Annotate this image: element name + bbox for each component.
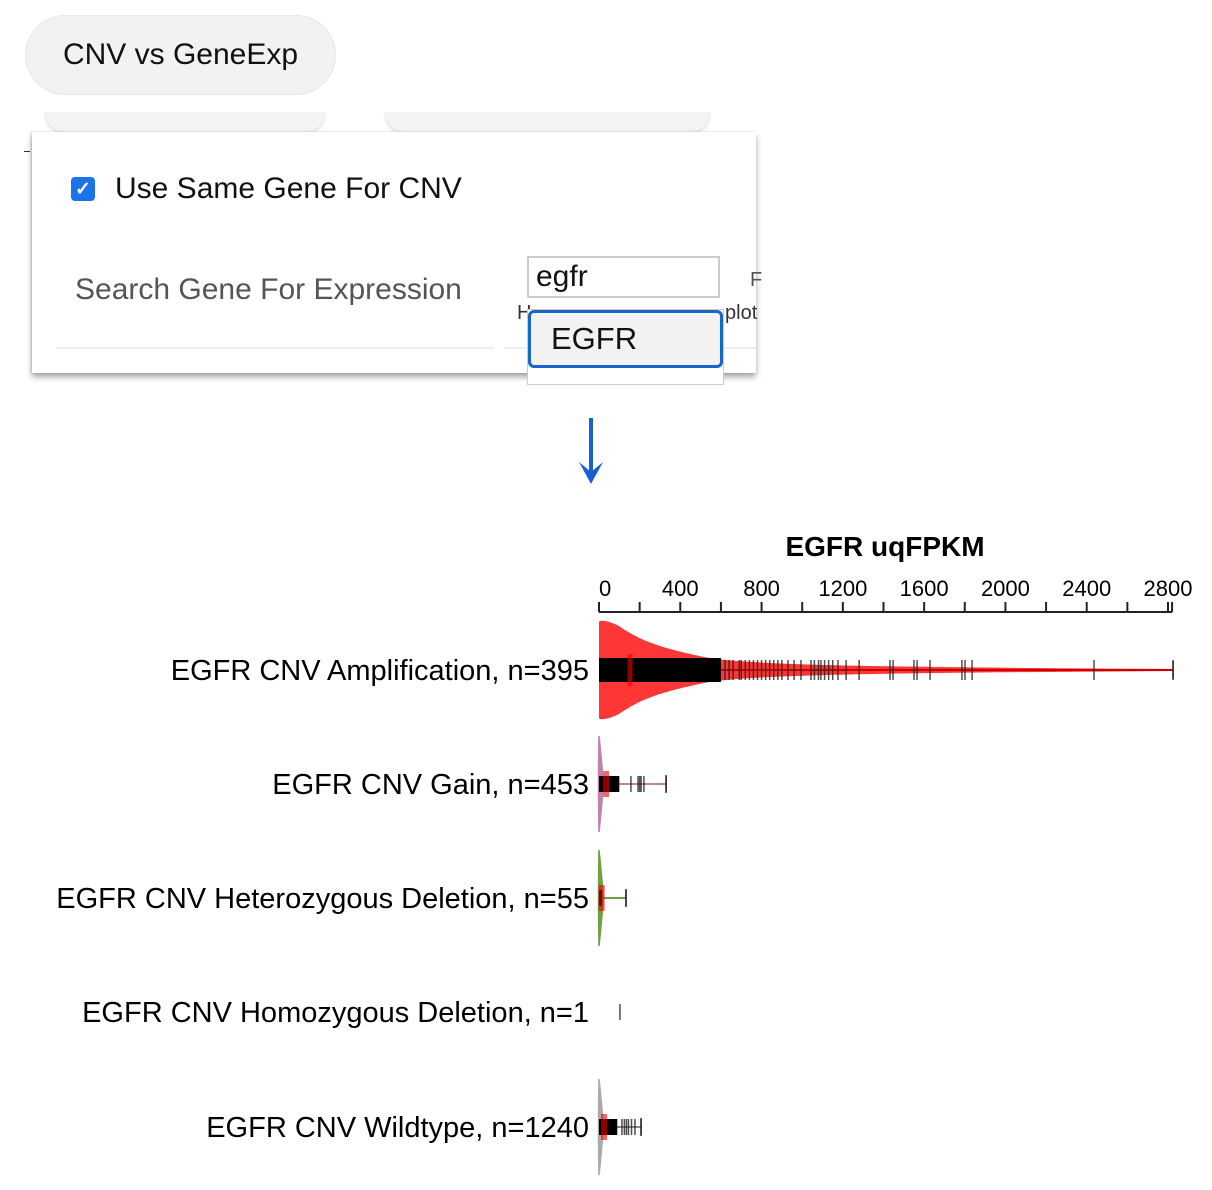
gene-autocomplete-dropdown: EGFR EGFR-AS1 [527,309,724,385]
strip-dense-block [599,658,721,682]
x-tick-label: 2400 [1062,576,1111,601]
median-marker [627,654,633,686]
same-gene-checkbox[interactable]: ✓ [71,177,95,201]
strip-dense-block [599,776,620,792]
gene-selection-panel: ✓ Use Same Gene For CNV Search Gene For … [32,132,762,385]
x-tick-label: 2000 [981,576,1030,601]
chart-title: EGFR uqFPKM [785,531,984,562]
gene-search-input[interactable] [527,256,720,298]
check-icon: ✓ [75,178,91,200]
violin-chart: EGFR uqFPKM 0 400 800 1200 1600 2000 2400 2800EG… [56,531,1193,1176]
x-tick-label: 1600 [900,576,949,601]
divider [56,347,494,349]
x-tick-label: 400 [662,576,699,601]
partial-label: F [750,269,763,291]
median-marker [601,1114,608,1140]
x-tick-label: 800 [743,576,780,601]
hint-text: plot [725,302,758,324]
background-tab [385,112,710,132]
group-label: EGFR CNV Amplification, n=395 [171,655,589,687]
x-tick-label: 1200 [818,576,867,601]
divider [24,151,30,152]
violin-group-3: EGFR CNV Homozygous Deletion, n=1 [82,997,621,1029]
violin-group-0: EGFR CNV Amplification, n=395 [171,620,1174,720]
group-label: EGFR CNV Homozygous Deletion, n=1 [82,997,589,1029]
same-gene-label: Use Same Gene For CNV [115,172,462,205]
dropdown-option-egfr-as1[interactable]: EGFR-AS1 [528,368,723,384]
dropdown-option-egfr[interactable]: EGFR [528,310,723,368]
cnv-vs-geneexp-tab[interactable]: CNV vs GeneExp [25,15,336,95]
group-label: EGFR CNV Heterozygous Deletion, n=55 [56,883,589,915]
violin-group-4: EGFR CNV Wildtype, n=1240 [206,1078,642,1176]
background-tab [45,112,325,132]
violin-group-2: EGFR CNV Heterozygous Deletion, n=55 [56,849,627,947]
median-marker [603,771,610,797]
search-gene-label: Search Gene For Expression [75,273,462,306]
median-marker [598,885,605,911]
group-label: EGFR CNV Wildtype, n=1240 [206,1112,589,1144]
x-tick-label: 0 [599,576,611,601]
violin-group-1: EGFR CNV Gain, n=453 [272,735,667,833]
x-tick-label: 2800 [1144,576,1193,601]
down-arrow-icon [579,418,603,484]
group-label: EGFR CNV Gain, n=453 [272,769,589,801]
